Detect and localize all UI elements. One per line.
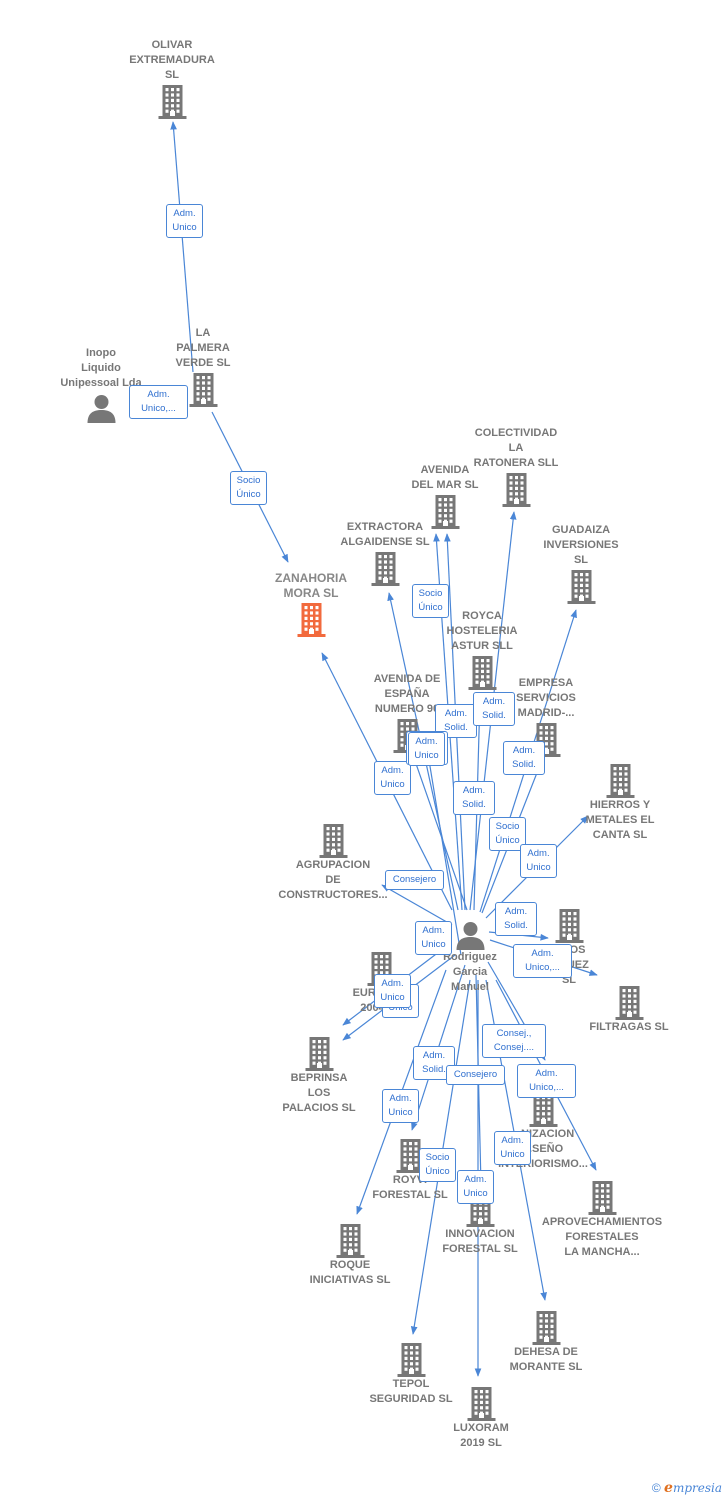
building-icon [606,764,634,798]
building-icon [468,656,496,690]
building-icon [158,85,186,119]
edge-role-label[interactable]: Adm.Unico [374,761,411,795]
edge-role-label[interactable]: Adm.Unico [166,204,203,238]
edge-role-label[interactable]: Consejero [385,870,444,890]
edge-role-label[interactable]: Adm.Solid. [453,781,495,815]
building-icon [615,986,643,1020]
building-icon [532,1311,560,1345]
person-icon [87,395,115,423]
edge-rodriguez-to-avespana [413,757,468,911]
copyright-symbol: © [651,1481,661,1495]
building-icon [397,1343,425,1377]
edge-role-label[interactable]: Consejero [446,1065,505,1085]
building-icon [297,603,325,637]
building-icon [588,1181,616,1215]
edge-role-label[interactable]: Adm.Unico [520,844,557,878]
building-icon [529,1093,557,1127]
building-icon [189,373,217,407]
building-icon [502,473,530,507]
brand-footer[interactable]: © empresia [652,1480,722,1496]
building-icon [336,1224,364,1258]
edge-role-label[interactable]: Adm.Unico [457,1170,494,1204]
building-icon [319,824,347,858]
edge-role-label[interactable]: Adm.Unico [494,1131,531,1165]
building-icon [467,1387,495,1421]
building-icon [305,1037,333,1071]
node-filtragas[interactable]: FILTRAGAS SL [589,984,669,1035]
edge-role-label[interactable]: Adm.Solid. [473,692,515,726]
person-icon [456,922,484,950]
edge-role-label[interactable]: Adm.Unico,... [513,944,572,978]
building-icon [555,909,583,943]
node-label[interactable]: FILTRAGAS SL [589,1021,669,1033]
edge-role-label[interactable]: Adm.Solid. [495,902,537,936]
building-icon [396,1139,424,1173]
edge-role-label[interactable]: Adm.Unico [415,921,452,955]
edge-role-label[interactable]: Adm.Solid. [503,741,545,775]
building-icon [371,552,399,586]
edge-palmera-to-olivar [170,121,194,373]
building-icon [567,570,595,604]
building-icon [431,495,459,529]
edge-role-label[interactable]: Adm.Unico [382,1089,419,1123]
edge-role-label[interactable]: Adm.Unico,... [129,385,188,419]
edge-rodriguez-to-agrupacion [381,884,453,926]
edge-role-label[interactable]: Consej.,Consej.... [482,1024,546,1058]
empresia-logo: empresia [664,1480,722,1496]
edge-rodriguez-to-avespana [423,741,462,956]
edge-role-label[interactable]: Adm.Unico [374,974,411,1008]
edge-role-label[interactable]: Adm.Unico [408,732,445,766]
edge-role-label[interactable]: Adm.Unico,... [517,1064,576,1098]
